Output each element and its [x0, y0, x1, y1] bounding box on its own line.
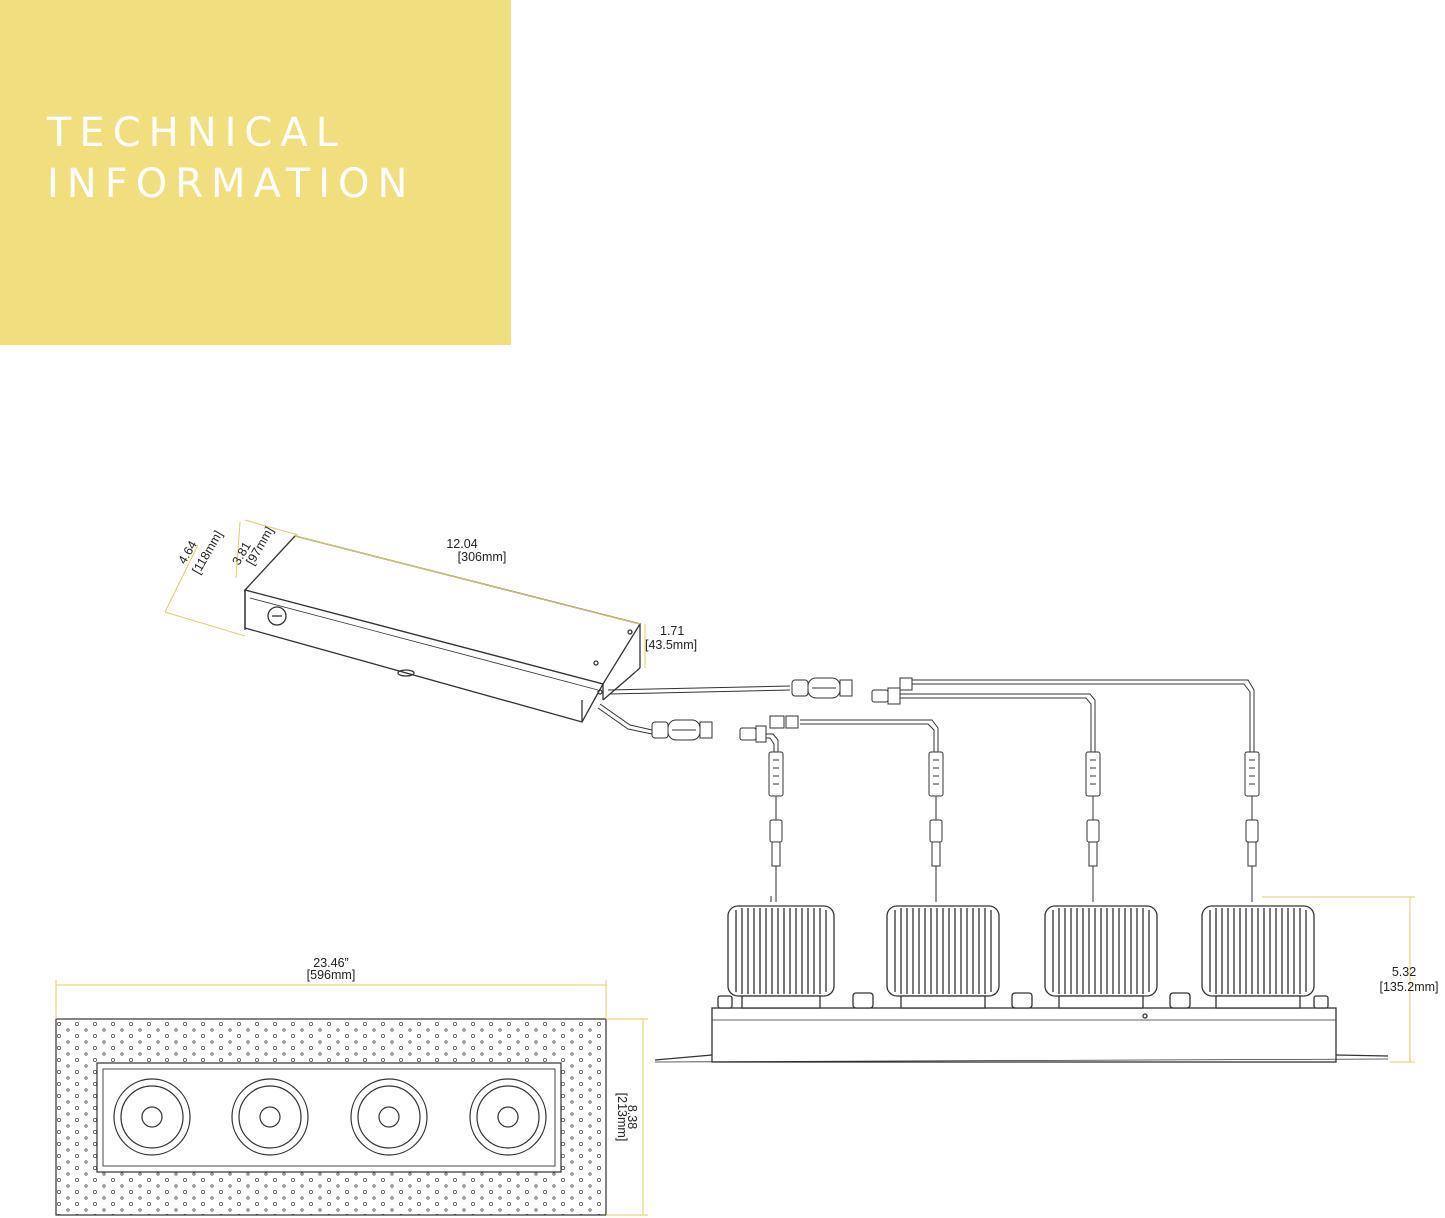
fixture-top-dimension-lines	[55, 980, 648, 1216]
wiring	[597, 679, 1255, 752]
fixture-side-view	[654, 905, 1389, 1063]
fixture-side-dimension-lines	[1262, 896, 1415, 1063]
header-banner: TECHNICAL INFORMATION	[0, 0, 511, 345]
driver-dimension-lines	[164, 519, 646, 668]
driver-length-mm-label: [306mm]	[458, 550, 507, 564]
splitter-connectors	[651, 677, 913, 743]
fixture-length-label: 23.46”	[313, 956, 348, 970]
driver-box	[243, 535, 642, 723]
driver-length-label: 12.04	[446, 537, 477, 551]
title-line-1: TECHNICAL	[47, 110, 347, 156]
fixture-length-mm-label: [596mm]	[307, 968, 356, 982]
fixture-height-label: 5.32	[1392, 965, 1416, 979]
drop-connectors	[768, 751, 1260, 902]
fixture-top-view	[55, 1018, 607, 1216]
driver-height-label: 1.71	[660, 624, 684, 638]
title-line-2: INFORMATION	[47, 161, 416, 207]
fixture-height-mm-label: [135.2mm]	[1379, 980, 1438, 994]
driver-height-mm-label: [43.5mm]	[645, 638, 697, 652]
fixture-width-label: 8.38	[625, 1105, 639, 1129]
fixture-width-mm-label: [213mm]	[615, 1093, 629, 1142]
